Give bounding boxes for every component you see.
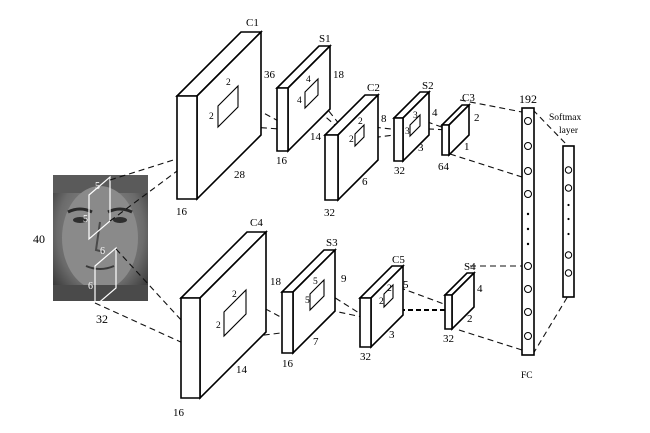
c4-size: 14 xyxy=(236,364,248,376)
s3-kernel: 5 xyxy=(313,277,318,287)
c2-kernel: 2 xyxy=(349,135,354,145)
s3-depth: 16 xyxy=(282,358,294,370)
softmax-label-line2: layer xyxy=(559,126,579,136)
face-height-label: 40 xyxy=(33,232,45,246)
c5-depth: 32 xyxy=(360,351,371,363)
s1-size: 14 xyxy=(310,131,322,143)
fc-node xyxy=(524,332,532,340)
c2-depth: 32 xyxy=(324,207,335,219)
fc-layer xyxy=(521,107,535,356)
s4-size: 2 xyxy=(467,313,473,325)
c3-name: C3 xyxy=(462,92,475,104)
c4-depth: 16 xyxy=(173,407,185,419)
layer-s2 xyxy=(392,90,431,163)
face-window-label: 5 xyxy=(83,214,88,225)
fc-node xyxy=(524,117,532,125)
face-window-label: 6 xyxy=(100,246,105,257)
layer-c2 xyxy=(323,93,380,202)
softmax-layer xyxy=(562,145,575,298)
s2-depth: 32 xyxy=(394,165,405,177)
s4-depth: 32 xyxy=(443,333,454,345)
fc-node xyxy=(524,190,532,198)
s4-name: S4 xyxy=(464,261,476,273)
s2-maps: 4 xyxy=(432,107,438,119)
softmax-node xyxy=(564,269,573,277)
c3-size: 1 xyxy=(464,141,470,153)
s3-kernel: 5 xyxy=(305,296,310,306)
layer-s4 xyxy=(443,271,476,331)
c2-size: 6 xyxy=(362,176,368,188)
s3-maps: 9 xyxy=(341,273,347,285)
face-lower-window xyxy=(94,246,117,308)
s3-name: S3 xyxy=(326,237,338,249)
s3-size: 7 xyxy=(313,336,319,348)
s1-kernel: 4 xyxy=(297,96,302,106)
c1-maps: 36 xyxy=(264,69,276,81)
softmax-node xyxy=(564,184,573,192)
softmax-node xyxy=(564,166,573,174)
s1-kernel: 4 xyxy=(306,75,311,85)
c5-kernel: 2 xyxy=(379,297,384,307)
face-image xyxy=(53,175,148,308)
s1-maps: 18 xyxy=(333,69,345,81)
layer-s3 xyxy=(280,248,337,355)
c5-maps: 5 xyxy=(403,279,409,291)
softmax-node xyxy=(564,251,573,259)
layer-c3 xyxy=(440,103,471,157)
fc-name: FC xyxy=(521,371,533,381)
c1-size: 28 xyxy=(234,169,246,181)
c4-kernel: 2 xyxy=(232,290,237,300)
fc-node xyxy=(524,142,532,150)
c1-depth: 16 xyxy=(176,206,188,218)
s4-maps: 4 xyxy=(477,283,483,295)
fc-node xyxy=(524,167,532,175)
fc-units: 192 xyxy=(519,92,537,106)
c4-name: C4 xyxy=(250,217,263,229)
s2-kernel: 3 xyxy=(405,127,410,137)
fc-node xyxy=(524,285,532,293)
layer-s1 xyxy=(275,44,332,153)
c2-name: C2 xyxy=(367,82,380,94)
layer-c4 xyxy=(179,230,268,400)
c4-maps: 18 xyxy=(270,276,282,288)
fc-node xyxy=(524,308,532,316)
layer-c5 xyxy=(358,264,405,349)
fc-node xyxy=(524,262,532,270)
c5-name: C5 xyxy=(392,254,405,266)
c1-kernel: 2 xyxy=(209,112,214,122)
s1-name: S1 xyxy=(319,33,331,45)
s2-name: S2 xyxy=(422,80,434,92)
face-window-label: 5 xyxy=(95,181,100,192)
c2-kernel: 2 xyxy=(358,117,363,127)
c2-maps: 8 xyxy=(381,113,387,125)
face-width-label: 32 xyxy=(96,312,108,326)
c5-size: 3 xyxy=(389,329,395,341)
s1-depth: 16 xyxy=(276,155,288,167)
face-window-label: 6 xyxy=(88,281,93,292)
c1-kernel: 2 xyxy=(226,78,231,88)
c3-maps: 2 xyxy=(474,112,480,124)
c3-depth: 64 xyxy=(438,161,450,173)
s2-kernel: 3 xyxy=(413,111,418,121)
s2-size: 3 xyxy=(418,142,424,154)
softmax-label-line1: Softmax xyxy=(549,112,581,123)
c5-kernel: 2 xyxy=(387,284,392,294)
c1-name: C1 xyxy=(246,17,259,29)
layer-c1 xyxy=(175,30,263,201)
connection-lines xyxy=(94,79,569,359)
c4-kernel: 2 xyxy=(216,321,221,331)
